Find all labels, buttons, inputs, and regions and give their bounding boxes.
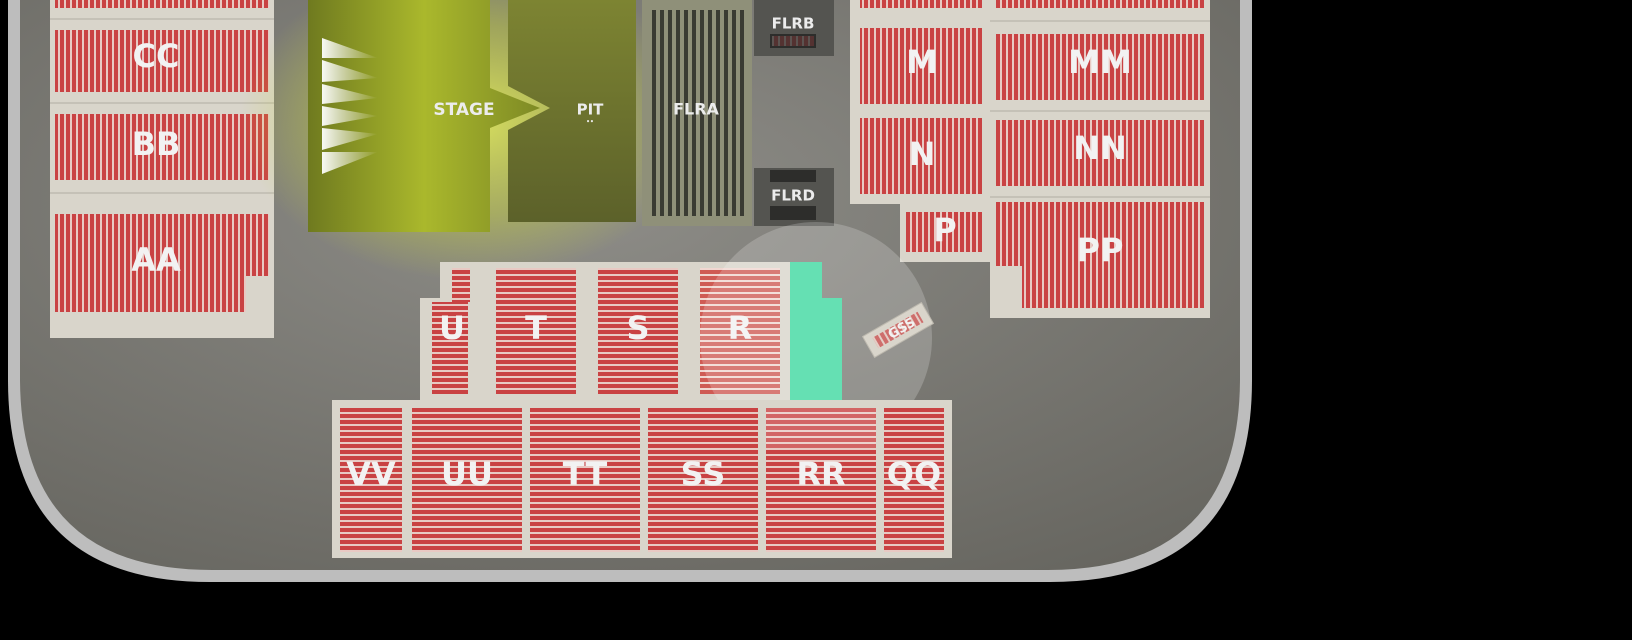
section-n-label: N xyxy=(909,135,936,173)
flra-row-line xyxy=(660,10,664,216)
floor-section-flrb[interactable]: FLRB xyxy=(754,0,834,56)
section-mm-label: MM xyxy=(1068,43,1132,81)
section-uu-label: UU xyxy=(441,455,493,493)
section-tt-label: TT xyxy=(563,455,608,493)
flra-row-line xyxy=(652,10,656,216)
section-qq-label: QQ xyxy=(887,455,941,493)
section-bb-label: BB xyxy=(132,125,181,163)
section-u-label: U xyxy=(439,309,465,347)
section-nn-label: NN xyxy=(1073,129,1127,167)
section-rr-label: RR xyxy=(796,455,845,493)
flrb-label: FLRB xyxy=(772,15,815,33)
flra-row-line xyxy=(708,10,712,216)
section-rr[interactable]: RR xyxy=(766,408,876,552)
pit-sublabel: •• xyxy=(586,119,594,126)
section-t-label: T xyxy=(525,309,547,347)
section-pp-label: PP xyxy=(1077,231,1124,269)
section-tt[interactable]: TT xyxy=(530,408,640,552)
section-ss-label: SS xyxy=(681,455,726,493)
section-p[interactable]: P xyxy=(906,211,982,252)
section-s-label: S xyxy=(626,309,649,347)
floor-section-flra[interactable]: FLRA xyxy=(642,0,752,226)
section-ss[interactable]: SS xyxy=(648,408,758,552)
pit-section[interactable]: PIT •• xyxy=(508,0,636,222)
stage-label: STAGE xyxy=(433,100,494,120)
section-m-label: M xyxy=(906,43,938,81)
section-aa[interactable]: AA xyxy=(55,214,269,312)
section-selected[interactable] xyxy=(790,262,842,400)
section-pp[interactable]: PP xyxy=(996,202,1204,308)
section-r-label: R xyxy=(728,309,753,347)
flrd-label: FLRD xyxy=(771,187,815,205)
flra-row-line xyxy=(684,10,688,216)
section-cc-label: CC xyxy=(133,37,180,75)
section-n[interactable]: N xyxy=(860,118,982,194)
section-p-label: P xyxy=(933,211,956,249)
section-t[interactable]: T xyxy=(496,268,576,394)
section-bb[interactable]: BB xyxy=(55,114,269,180)
section-u[interactable]: U xyxy=(432,268,470,394)
section-qq[interactable]: QQ xyxy=(884,408,944,552)
flra-row-line xyxy=(692,10,696,216)
flra-row-line xyxy=(676,10,680,216)
section-s[interactable]: S xyxy=(598,268,678,394)
section-r[interactable]: R xyxy=(700,268,780,394)
section-gss[interactable]: GSS xyxy=(861,301,935,359)
section-cc[interactable]: CC xyxy=(55,0,269,92)
pit-label: PIT xyxy=(577,101,605,119)
flra-row-line xyxy=(716,10,720,216)
stage: STAGE xyxy=(308,0,540,232)
flra-row-line xyxy=(732,10,736,216)
flra-row-line xyxy=(724,10,728,216)
section-uu[interactable]: UU xyxy=(412,408,522,552)
flra-label: FLRA xyxy=(673,100,719,119)
section-mm[interactable]: MM xyxy=(996,0,1204,100)
section-hover-highlight xyxy=(700,222,932,454)
section-m[interactable]: M xyxy=(860,0,982,104)
section-aa-label: AA xyxy=(131,241,181,279)
flra-row-line xyxy=(668,10,672,216)
section-nn[interactable]: NN xyxy=(996,120,1204,186)
section-vv-label: VV xyxy=(346,455,396,493)
section-vv[interactable]: VV xyxy=(340,408,402,552)
flra-row-line xyxy=(700,10,704,216)
floor-section-flrd[interactable]: FLRD xyxy=(754,168,834,226)
flra-row-line xyxy=(740,10,744,216)
